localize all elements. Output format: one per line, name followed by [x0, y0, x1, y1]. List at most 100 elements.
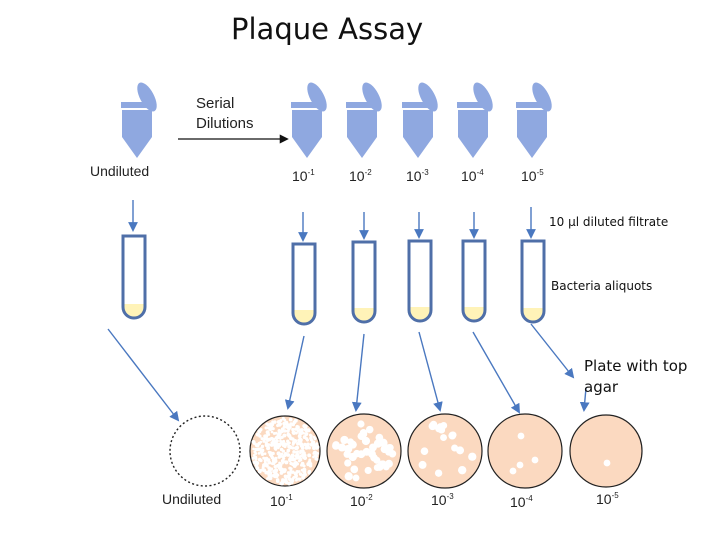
plaque [281, 416, 285, 421]
plaque [267, 433, 271, 436]
plaque [256, 432, 260, 437]
plaque [302, 467, 307, 472]
microtube-dilution-2 [346, 82, 382, 158]
plaque [282, 425, 287, 429]
plaque [275, 478, 280, 482]
plaque [509, 467, 517, 475]
plate-undiluted [169, 415, 241, 487]
plaque [288, 441, 291, 445]
plaque [291, 442, 295, 446]
plaque [294, 475, 298, 479]
plaque [301, 453, 304, 457]
plate-label-4: 10-4 [510, 494, 533, 510]
plaque [456, 446, 465, 455]
plaque [262, 468, 267, 473]
plaque [279, 429, 284, 434]
plate-dilution-2 [326, 413, 402, 489]
microtube-cap [532, 82, 552, 112]
serial-dilutions-line1: Serial [196, 95, 235, 112]
plaque [308, 464, 313, 468]
bacteria-liquid [409, 307, 431, 321]
microtube-rim [346, 102, 378, 108]
plaque [269, 436, 274, 441]
plaque [299, 428, 304, 433]
plaque [291, 478, 295, 483]
arrows [107, 200, 590, 422]
plaque [276, 443, 282, 448]
plate-label-line2: agar [584, 378, 619, 396]
plaque [286, 432, 291, 437]
plaque [278, 465, 283, 469]
plaque [298, 472, 303, 476]
plaque [288, 458, 292, 463]
test-tube-dilution-4 [461, 239, 487, 323]
plaque [291, 430, 295, 434]
dilution-label-5: 10-5 [521, 168, 544, 184]
plaque [344, 472, 353, 481]
plaque [271, 451, 275, 456]
test-tube-dilution-1 [291, 242, 317, 326]
microtube-body [517, 110, 547, 158]
test-tube-outline [520, 239, 546, 324]
bacteria-liquid [353, 308, 375, 322]
microtube-dilution-5 [516, 82, 552, 158]
plate-label-1: 10-1 [270, 493, 293, 509]
plaque [271, 473, 276, 478]
plaque [306, 428, 311, 433]
plaque [364, 466, 372, 474]
plaque [263, 452, 267, 456]
plaque [291, 470, 295, 474]
plaque [303, 442, 307, 447]
plaque [274, 447, 278, 451]
plate-dilution-1 [249, 415, 321, 487]
microtube-cap [137, 82, 157, 112]
plaque [264, 441, 268, 445]
plaque [270, 430, 274, 434]
bacteria-liquid [123, 304, 145, 318]
plaque [284, 460, 287, 464]
plaque [290, 457, 295, 462]
plaque [299, 442, 304, 447]
microtube-cap [418, 82, 438, 112]
plaque [261, 465, 265, 469]
plaque [293, 462, 297, 465]
plaque [282, 433, 287, 438]
plaque [267, 458, 271, 462]
serial-dilutions-label: Serial Dilutions [196, 94, 254, 134]
plaque [289, 461, 293, 466]
plaque [255, 461, 260, 466]
plaque [313, 437, 317, 441]
plaque [301, 462, 305, 466]
plaque [296, 450, 300, 453]
plaque [254, 448, 258, 452]
filtrate-label: 10 μl diluted filtrate [549, 215, 669, 229]
plaque [259, 449, 264, 454]
plaque [307, 453, 312, 458]
plaque [304, 437, 309, 441]
plaque [262, 456, 265, 460]
plaque [273, 440, 278, 445]
plaque [288, 417, 293, 422]
serial-dilutions-line2: Dilutions [196, 115, 254, 132]
test-tube-outline [461, 239, 487, 323]
plaque [348, 440, 357, 449]
transfer-arrow-12 [530, 323, 575, 379]
plaque [266, 446, 271, 451]
plate-with-top-agar-label: Plate with top agar [584, 356, 687, 398]
plaque [440, 434, 447, 442]
plaque [294, 445, 300, 450]
plaque [260, 437, 264, 441]
plaque [314, 454, 318, 458]
plaque [288, 466, 292, 470]
plaque [276, 451, 281, 456]
test-tube-dilution-2 [351, 240, 377, 324]
plaque [289, 454, 294, 459]
plaque [303, 472, 307, 477]
undiluted-tube-label: Undiluted [90, 163, 150, 179]
plaque [418, 460, 427, 469]
microtube-body [458, 110, 488, 158]
plaque [259, 428, 263, 432]
plaque [429, 420, 438, 429]
plaque [283, 474, 288, 479]
